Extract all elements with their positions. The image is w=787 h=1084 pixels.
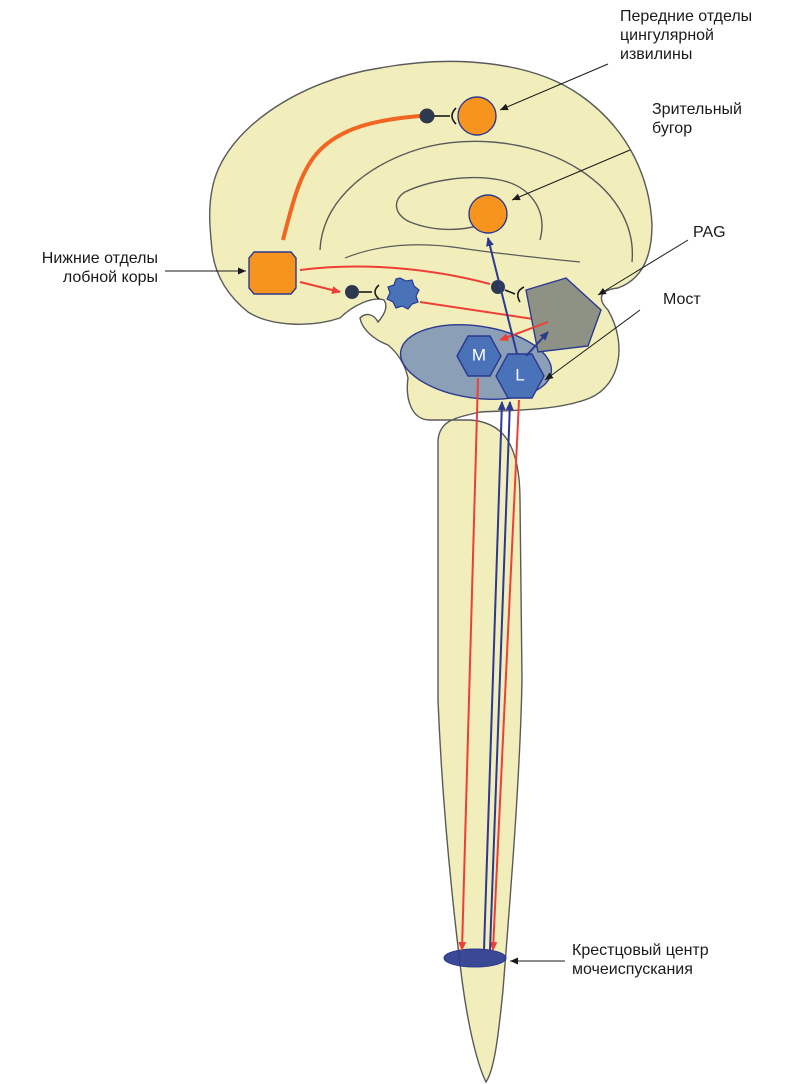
label-thalamus-line-1: Зрительный	[652, 100, 742, 119]
synapse-bouton-cingulate	[420, 109, 435, 124]
label-pag: PAG	[693, 223, 726, 242]
anterior-cingulate-node	[458, 97, 496, 135]
inferior-frontal-node	[249, 252, 296, 294]
label-pons: Мост	[663, 290, 701, 309]
label-pons-text: Мост	[663, 290, 701, 309]
label-sacral-center-line-1: Крестцовый центр	[572, 941, 709, 960]
m-node-label: M	[472, 345, 486, 364]
thalamus-node	[469, 195, 507, 233]
label-anterior-cingulate-line-1: Передние отделы	[620, 7, 752, 26]
label-thalamus: Зрительный бугор	[652, 100, 742, 138]
label-inferior-frontal: Нижние отделы лобной коры	[6, 249, 158, 287]
sacral-center-node	[444, 949, 506, 967]
label-anterior-cingulate: Передние отделы цингулярной извилины	[620, 7, 752, 64]
synapse-bouton-hypothalamus	[345, 285, 359, 299]
label-anterior-cingulate-line-2: цингулярной	[620, 26, 752, 45]
label-sacral-center: Крестцовый центр мочеиспускания	[572, 941, 709, 979]
label-inferior-frontal-line-1: Нижние отделы	[6, 249, 158, 268]
label-inferior-frontal-line-2: лобной коры	[6, 268, 158, 287]
label-thalamus-line-2: бугор	[652, 119, 742, 138]
brain-silhouette	[210, 61, 652, 1082]
label-pag-text: PAG	[693, 223, 726, 242]
l-node-label: L	[515, 365, 524, 384]
label-sacral-center-line-2: мочеиспускания	[572, 960, 709, 979]
label-anterior-cingulate-line-3: извилины	[620, 45, 752, 64]
